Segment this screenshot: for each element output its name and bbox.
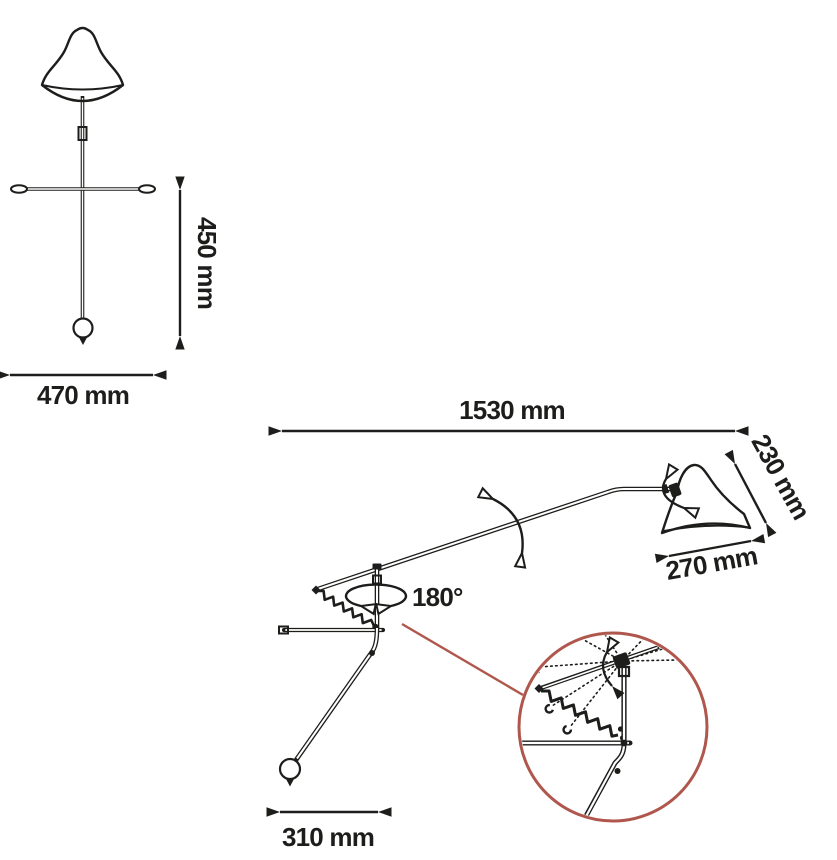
dimension-arm-span: 1530 mm bbox=[268, 395, 749, 436]
crossbar-loop-left bbox=[10, 184, 28, 194]
dimension-front-width: 470 mm bbox=[0, 370, 167, 410]
swivel-ellipse-arrow bbox=[344, 583, 408, 606]
swivel-angle-label: 180° bbox=[412, 582, 463, 612]
detail-leg-bead bbox=[614, 768, 621, 774]
bar-post-bead bbox=[620, 739, 628, 747]
dim-label-270: 270 mm bbox=[664, 540, 760, 586]
front-ball-tip bbox=[79, 337, 87, 345]
tension-spring bbox=[316, 589, 376, 627]
detail-spring bbox=[541, 689, 619, 738]
dim-label-230: 230 mm bbox=[745, 429, 816, 524]
side-pivot-post bbox=[372, 563, 382, 631]
front-crossbar bbox=[10, 184, 156, 194]
shade-tilt-arrow bbox=[661, 479, 684, 508]
side-ball-tip bbox=[286, 779, 294, 787]
arm-swing-arrow bbox=[493, 499, 523, 553]
dimension-shade-width: 270 mm bbox=[654, 533, 766, 586]
side-lower-leg bbox=[294, 627, 380, 762]
swivel-indicator: 180° bbox=[344, 582, 464, 612]
detail-leg bbox=[582, 743, 627, 819]
post-top-cap bbox=[372, 563, 382, 570]
dim-arrow-270 bbox=[654, 533, 766, 564]
detail-swing-arrow bbox=[601, 652, 612, 686]
dim-arrow-230 bbox=[724, 449, 777, 538]
crossbar-loop-right bbox=[138, 184, 156, 194]
dim-label-1530: 1530 mm bbox=[459, 395, 565, 425]
shade-joint bbox=[668, 482, 682, 498]
detail-circle bbox=[517, 631, 709, 823]
side-shade bbox=[660, 463, 752, 535]
detail-view bbox=[401, 622, 709, 823]
side-wall-bar bbox=[278, 625, 386, 635]
dimension-front-height: 450 mm bbox=[175, 176, 222, 350]
dim-label-470: 470 mm bbox=[37, 380, 129, 410]
front-stem-collar bbox=[77, 126, 88, 141]
detail-leader-line bbox=[401, 622, 524, 697]
detail-content bbox=[521, 635, 679, 819]
front-view: 450 mm 470 mm bbox=[0, 26, 222, 410]
front-counterweight-ball bbox=[72, 317, 94, 339]
side-view: 1530 mm bbox=[266, 395, 816, 852]
dimension-base-width: 310 mm bbox=[266, 807, 392, 852]
side-counterweight-ball bbox=[278, 757, 302, 781]
side-arm bbox=[314, 486, 671, 593]
detail-arm bbox=[537, 645, 660, 691]
dim-label-310: 310 mm bbox=[282, 822, 374, 852]
dim-label-450: 450 mm bbox=[192, 217, 222, 309]
front-shade bbox=[40, 26, 125, 103]
dimension-shade-height: 230 mm bbox=[724, 429, 816, 538]
leg-bead bbox=[369, 650, 375, 656]
wall-bar-ferrule bbox=[278, 625, 289, 635]
